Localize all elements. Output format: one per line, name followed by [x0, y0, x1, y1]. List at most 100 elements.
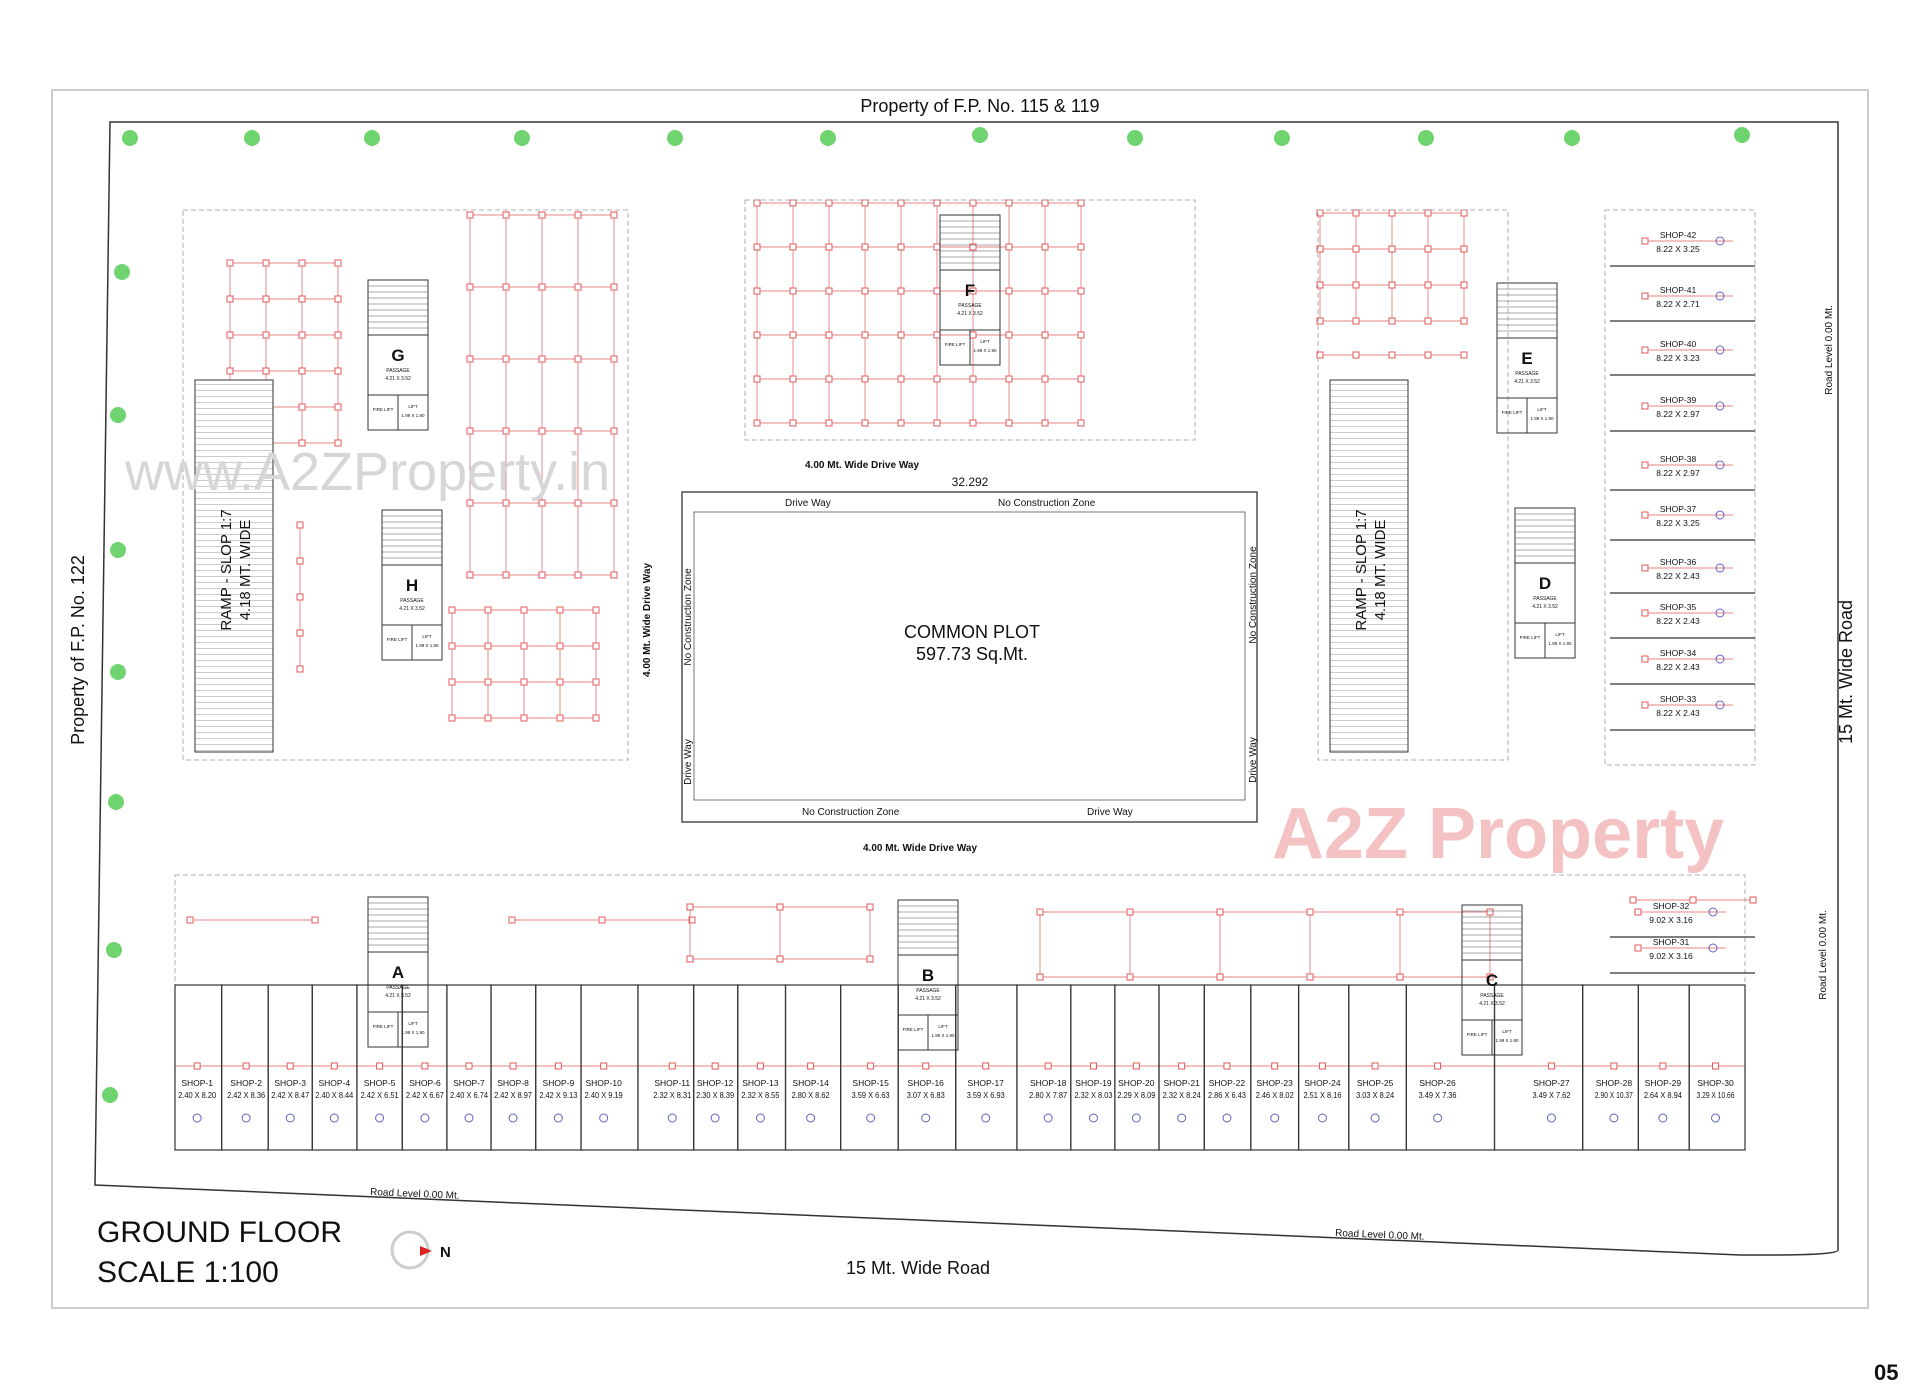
shop-name: SHOP-35 [1660, 602, 1697, 612]
smoke-detector-icon [1715, 345, 1725, 355]
column-marker [610, 571, 618, 579]
shop-size: 3.03 X 8.24 [1356, 1090, 1394, 1100]
ramp-right: RAMP - SLOP 1:7 4.18 MT. WIDE [1329, 379, 1409, 753]
fire-lift-label: FIRE LIFT [1467, 1032, 1488, 1037]
fire-lift-label: FIRE LIFT [1502, 410, 1523, 415]
column-marker [1396, 908, 1404, 916]
column-marker [789, 375, 797, 383]
smoke-detector-icon [1222, 1113, 1232, 1123]
shop-41: SHOP-418.22 X 2.71 [1656, 285, 1700, 309]
smoke-detector-icon [1609, 1113, 1619, 1123]
column-marker [1641, 402, 1649, 410]
structure-lines [102, 127, 1757, 1151]
column-marker [933, 243, 941, 251]
block-letter: H [406, 576, 418, 595]
passage-size: 4.21 X 3.52 [385, 376, 411, 382]
column-marker [538, 499, 546, 507]
passage-label: PASSAGE [958, 303, 982, 309]
smoke-detector-icon [1433, 1113, 1443, 1123]
column-marker [556, 678, 564, 686]
shop-27: SHOP-273.49 X 7.62 [1532, 1078, 1570, 1100]
column-marker [1634, 944, 1642, 952]
lift-size: 1.99 X 1.90 [1548, 641, 1572, 646]
passage-size: 4.21 X 3.52 [957, 311, 983, 317]
shop-28: SHOP-282.90 X 10.37 [1595, 1078, 1633, 1100]
boundary-top-label: Property of F.P. No. 115 & 119 [860, 96, 1099, 116]
shop-name: SHOP-24 [1304, 1078, 1341, 1088]
column-marker [753, 287, 761, 295]
tree-icon [110, 542, 126, 558]
common-plot-outline [681, 491, 1258, 823]
column-marker [933, 199, 941, 207]
column-marker [448, 678, 456, 686]
road-level-label: Road Level 0.00 Mt. [1818, 910, 1829, 1000]
column-marker [592, 642, 600, 650]
shop-size: 8.22 X 2.43 [1656, 571, 1700, 581]
tree-icon [114, 264, 130, 280]
shop-name: SHOP-5 [364, 1078, 396, 1088]
lift-size: 1.99 X 1.90 [1495, 1038, 1519, 1043]
staircase [939, 214, 1001, 271]
block-letter: F [965, 281, 975, 300]
column-marker [574, 499, 582, 507]
fire-lift [381, 624, 413, 661]
common-plot-area: 597.73 Sq.Mt. [916, 644, 1028, 664]
column-marker [1689, 896, 1697, 904]
site-boundary [94, 121, 1839, 1256]
column-marker [610, 211, 618, 219]
shop-name: SHOP-36 [1660, 557, 1697, 567]
shop-size: 2.90 X 10.37 [1595, 1090, 1633, 1100]
column-marker [897, 331, 905, 339]
shop-37: SHOP-378.22 X 3.25 [1656, 504, 1700, 528]
drawing-title: GROUND FLOOR [97, 1216, 342, 1249]
column-marker [1641, 701, 1649, 709]
column-marker [1388, 351, 1396, 359]
column-marker [825, 199, 833, 207]
column-marker [520, 606, 528, 614]
shop-7: SHOP-72.40 X 6.74 [450, 1078, 488, 1100]
column-marker [1077, 287, 1085, 295]
watermark-right: A2Z Property [1272, 794, 1724, 874]
shop-12: SHOP-122.30 X 8.39 [696, 1078, 734, 1100]
shop-16: SHOP-163.07 X 6.83 [907, 1078, 945, 1100]
column-marker [556, 642, 564, 650]
column-marker [466, 283, 474, 291]
column-marker [1460, 209, 1468, 217]
drive-way-label: Drive Way [1248, 737, 1259, 783]
smoke-detector-icon [1715, 460, 1725, 470]
shop-name: SHOP-29 [1645, 1078, 1682, 1088]
fire-lift [897, 1014, 929, 1051]
column-marker [1005, 331, 1013, 339]
column-marker [1306, 908, 1314, 916]
column-marker [1041, 243, 1049, 251]
shop-size: 3.49 X 7.36 [1419, 1090, 1457, 1100]
column-marker [466, 427, 474, 435]
smoke-detector-icon [1088, 1113, 1098, 1123]
shop-20: SHOP-202.29 X 8.09 [1117, 1078, 1155, 1100]
column-marker [334, 331, 342, 339]
tree-icon [1127, 130, 1143, 146]
column-marker [897, 199, 905, 207]
column-marker [1634, 908, 1642, 916]
column-marker [520, 642, 528, 650]
smoke-detector-icon [1177, 1113, 1187, 1123]
column-marker [226, 295, 234, 303]
lift-size: 1.99 X 1.90 [401, 1030, 425, 1035]
column-marker [1424, 209, 1432, 217]
side-shop-block [1604, 209, 1756, 766]
shop-name: SHOP-42 [1660, 230, 1697, 240]
lift-label: LIFT [980, 339, 990, 344]
passage-label: PASSAGE [386, 368, 410, 374]
shop-size: 3.07 X 6.83 [907, 1090, 945, 1100]
column-marker [1659, 1062, 1667, 1070]
passage [939, 269, 1001, 331]
column-marker [538, 355, 546, 363]
shop-name: SHOP-3 [274, 1078, 306, 1088]
fire-lift [1461, 1019, 1493, 1056]
column-marker [465, 1062, 473, 1070]
column-marker [1371, 1062, 1379, 1070]
column-marker [502, 283, 510, 291]
column-marker [861, 243, 869, 251]
